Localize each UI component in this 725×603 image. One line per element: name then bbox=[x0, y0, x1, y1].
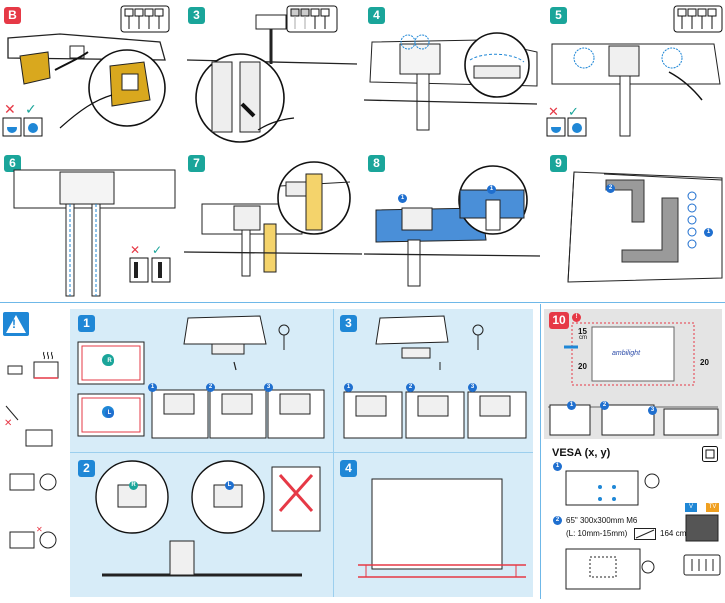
vesa-marker-v: V bbox=[685, 503, 697, 512]
room-scene-illustration bbox=[548, 322, 719, 436]
section-1-step-1: 1 bbox=[148, 383, 157, 392]
dim-cm: cm bbox=[579, 335, 587, 341]
svg-text:✕: ✕ bbox=[36, 525, 43, 534]
panel-8-illustration bbox=[363, 165, 541, 287]
section-badge-4: 4 bbox=[340, 460, 357, 477]
section-2-illustration bbox=[95, 460, 321, 577]
section-4-illustration bbox=[358, 478, 526, 578]
section-3-step-2: 2 bbox=[406, 383, 415, 392]
svg-text:✕: ✕ bbox=[548, 105, 559, 120]
section-1-marker-r: R bbox=[105, 357, 114, 366]
panel-10-step-2: 2 bbox=[600, 401, 609, 410]
marker-1-panel-8: 1 bbox=[398, 194, 407, 203]
vesa-step-1: 1 bbox=[553, 462, 562, 471]
section-badge-10: 10 bbox=[549, 312, 569, 329]
marker-1-panel-9: 1 bbox=[704, 228, 713, 237]
ruler-icon bbox=[634, 528, 656, 540]
svg-text:✕: ✕ bbox=[4, 102, 16, 118]
panel-7-illustration bbox=[183, 161, 363, 277]
marker-2-panel-9: 2 bbox=[606, 184, 615, 193]
warning-dot: ! bbox=[572, 313, 581, 322]
vesa-screw-line: (L: 10mm-15mm) bbox=[566, 529, 628, 538]
step-badge-6: 6 bbox=[4, 155, 21, 172]
step-badge-4: 4 bbox=[368, 7, 385, 24]
wrong-right-icon: ✕ ✓ bbox=[2, 102, 43, 137]
warning-illustrations: ✕ ✕ bbox=[4, 351, 59, 549]
panel-10-step-3: 3 bbox=[648, 406, 657, 415]
ambilight-logo: ambilight bbox=[612, 350, 641, 357]
panel-5-illustration: ✕ ✓ bbox=[546, 5, 723, 137]
section-1-step-3: 3 bbox=[264, 383, 273, 392]
svg-text:✓: ✓ bbox=[568, 105, 579, 120]
step-badge-7: 7 bbox=[188, 155, 205, 172]
step-badge-5: 5 bbox=[550, 7, 567, 24]
panel-10-step-1: 1 bbox=[567, 401, 576, 410]
vesa-title: VESA (x, y) bbox=[552, 447, 611, 459]
dim-20-right: 20 bbox=[700, 358, 709, 367]
svg-text:✕: ✕ bbox=[130, 243, 140, 257]
section-divider-right bbox=[540, 304, 541, 599]
section-divider-lower bbox=[70, 452, 533, 453]
screws-icon bbox=[120, 5, 170, 33]
svg-text:✓: ✓ bbox=[25, 102, 37, 118]
dim-15: 15 bbox=[578, 327, 587, 336]
screws-icon-2 bbox=[673, 5, 723, 33]
section-3-step-3: 3 bbox=[468, 383, 477, 392]
screws-grey-icon bbox=[286, 5, 338, 33]
svg-text:✕: ✕ bbox=[4, 418, 12, 429]
svg-text:✓: ✓ bbox=[152, 243, 162, 257]
section-1-illustration bbox=[77, 315, 325, 439]
section-2-marker-r: R bbox=[129, 481, 138, 490]
vesa-marker-tv: TV bbox=[706, 503, 719, 512]
section-badge-2: 2 bbox=[78, 460, 95, 477]
section-3-step-1: 1 bbox=[344, 383, 353, 392]
panel-9-illustration bbox=[567, 171, 723, 283]
step-badge-3: 3 bbox=[188, 7, 205, 24]
vesa-screw-set-icon bbox=[683, 514, 721, 576]
vesa-tv-icon bbox=[702, 446, 718, 462]
panel-3-illustration bbox=[186, 5, 358, 143]
section-3-illustration bbox=[343, 315, 527, 439]
section-badge-3: 3 bbox=[340, 315, 357, 332]
vesa-lower-illustration bbox=[565, 548, 655, 590]
section-divider-middle bbox=[333, 309, 334, 597]
step-badge-b: B bbox=[4, 7, 21, 24]
panel-b-illustration: ✕ ✓ bbox=[2, 5, 170, 137]
section-badge-1: 1 bbox=[78, 315, 95, 332]
warning-triangle-icon bbox=[6, 315, 26, 333]
section-1-marker-l: L bbox=[105, 409, 114, 418]
step-badge-9: 9 bbox=[550, 155, 567, 172]
section-divider-horizontal bbox=[0, 302, 725, 303]
marker-1-panel-8-zoom: 1 bbox=[487, 185, 496, 194]
section-2-marker-l: L bbox=[225, 481, 234, 490]
step-badge-8: 8 bbox=[368, 155, 385, 172]
panel-4-illustration bbox=[363, 32, 538, 131]
vesa-size-line: 65" 300x300mm M6 bbox=[566, 516, 638, 525]
warning-exclaim: ! bbox=[12, 317, 16, 331]
panel-6-illustration: ✕ ✓ bbox=[13, 169, 176, 297]
section-1-step-2: 2 bbox=[206, 383, 215, 392]
dim-20-left: 20 bbox=[578, 362, 587, 371]
vesa-dim-164: 164 cm bbox=[660, 529, 687, 538]
vesa-back-illustration bbox=[565, 470, 660, 506]
vesa-step-2: 2 bbox=[553, 516, 562, 525]
